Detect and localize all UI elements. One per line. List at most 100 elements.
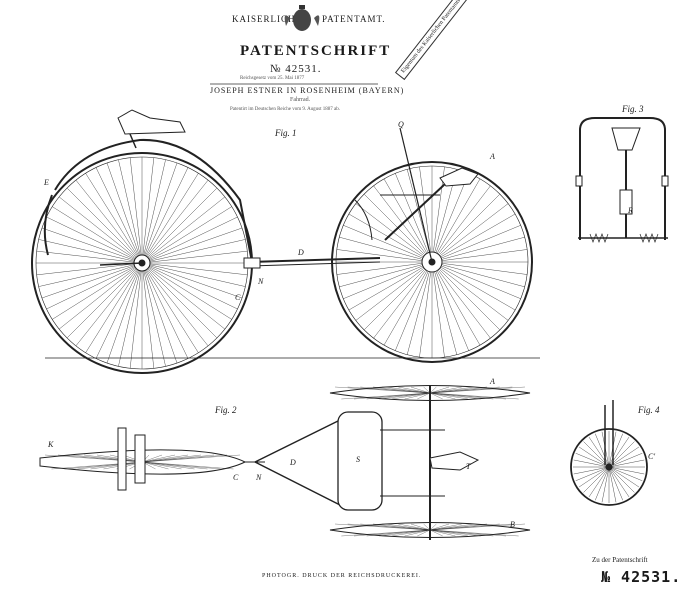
spoke-line xyxy=(83,454,143,463)
wheel-spoke xyxy=(141,167,189,264)
spoke-line xyxy=(429,392,443,400)
spoke-line xyxy=(142,454,163,463)
wheel-spoke xyxy=(431,261,528,275)
wheel-spoke xyxy=(431,236,525,263)
wheel-spoke xyxy=(141,196,225,264)
wheel-spoke xyxy=(588,466,610,498)
spoke-line xyxy=(429,386,450,394)
ref-C-prime: C' xyxy=(648,452,656,461)
wheel-spoke xyxy=(406,261,433,355)
office-right: PATENTAMT. xyxy=(322,14,386,24)
ref-N-fig2: N xyxy=(256,473,262,482)
spoke-line xyxy=(372,523,431,531)
wheel-spoke xyxy=(141,227,243,264)
ref-A-fig1: A xyxy=(490,152,495,161)
spoke-line xyxy=(429,529,481,537)
fig2-label: Fig. 2 xyxy=(215,405,237,415)
spoke-line xyxy=(423,386,431,394)
spoke-line xyxy=(429,386,526,394)
spoke-line xyxy=(366,392,431,400)
spoke-line xyxy=(417,529,431,537)
ref-Q: Q xyxy=(398,120,404,129)
spoke-line xyxy=(347,523,431,531)
wheel-spoke xyxy=(59,262,143,330)
ref-R: R xyxy=(628,206,633,215)
spoke-line xyxy=(341,529,431,537)
ref-C-fig2: C xyxy=(233,473,239,482)
wheel-spoke xyxy=(41,262,143,299)
spoke-line xyxy=(142,461,208,470)
spoke-line xyxy=(429,386,462,394)
wheel-spoke xyxy=(95,167,143,264)
wheel-spoke xyxy=(336,261,433,275)
wheel-spoke xyxy=(66,187,143,264)
wheel-spoke xyxy=(431,225,521,263)
wheel-spoke xyxy=(129,262,143,369)
wheel-spoke xyxy=(141,239,246,264)
wheel-spoke xyxy=(141,180,209,264)
wheel-spoke xyxy=(383,261,433,346)
wheel-spoke xyxy=(36,250,143,264)
wheel-spoke xyxy=(38,239,143,264)
subline: Reichsgesetz vom 25. Mai 1877 xyxy=(240,76,305,81)
wheel-spoke xyxy=(95,262,143,359)
spoke-line xyxy=(353,392,431,400)
fig4-label: Fig. 4 xyxy=(638,405,660,415)
wheel-spoke xyxy=(431,178,481,263)
spoke-line xyxy=(410,386,431,394)
spoke-line xyxy=(360,386,431,394)
wheel-spoke xyxy=(141,262,178,364)
spoke-line xyxy=(142,454,189,463)
wheel-spoke xyxy=(36,262,143,276)
wheel-spoke xyxy=(38,262,143,287)
spoke-line xyxy=(429,529,519,537)
spoke-line xyxy=(429,523,500,531)
spoke-line xyxy=(347,386,431,394)
fig3-label: Fig. 3 xyxy=(622,104,644,114)
spoke-line xyxy=(142,454,228,463)
figure-1-side-view xyxy=(31,109,540,374)
wheel-spoke xyxy=(141,157,155,264)
wheel-spoke xyxy=(141,262,218,339)
wheel-spoke xyxy=(75,180,143,264)
wheel-spoke xyxy=(348,213,433,263)
wheel-spoke xyxy=(141,262,155,369)
wheel-spoke xyxy=(431,261,521,299)
spoke-line xyxy=(429,529,443,537)
spoke-line xyxy=(429,386,500,394)
figure-2-top-view xyxy=(39,385,531,540)
wheel-spoke xyxy=(141,159,166,264)
wheel-spoke xyxy=(431,193,501,263)
wheel-spoke xyxy=(106,262,143,364)
wheel-spoke xyxy=(431,261,481,346)
wheel-spoke xyxy=(595,466,610,501)
spoke-line xyxy=(429,523,437,531)
wheel-spoke xyxy=(431,203,509,263)
spoke-line xyxy=(334,523,431,531)
spoke-line xyxy=(429,386,437,394)
wheel-spoke xyxy=(578,466,610,488)
spoke-line xyxy=(429,392,469,400)
spoke-line xyxy=(142,454,215,463)
wheel-spoke xyxy=(141,262,166,367)
spoke-line xyxy=(429,529,494,537)
wheel-spoke xyxy=(595,433,610,468)
wheel-spoke xyxy=(141,262,199,353)
page-title: PATENTSCHRIFT xyxy=(240,43,392,59)
spoke-line xyxy=(429,529,456,537)
figure-4-wheel xyxy=(570,400,648,506)
spoke-line xyxy=(353,529,431,537)
wheel-spoke xyxy=(141,262,246,287)
spoke-line xyxy=(429,523,526,531)
spoke-line xyxy=(398,523,431,531)
spoke-line xyxy=(429,523,488,531)
wheel-spoke xyxy=(66,262,143,339)
ref-A-fig2: A xyxy=(490,377,495,386)
ref-N: N xyxy=(258,277,264,286)
wheel-spoke xyxy=(608,466,635,493)
wheel-spoke xyxy=(343,261,433,299)
ref-K: K xyxy=(48,440,54,449)
spoke-line xyxy=(142,461,169,470)
office-left: KAISERLICHES xyxy=(232,14,309,24)
wheel-spoke xyxy=(608,433,623,468)
